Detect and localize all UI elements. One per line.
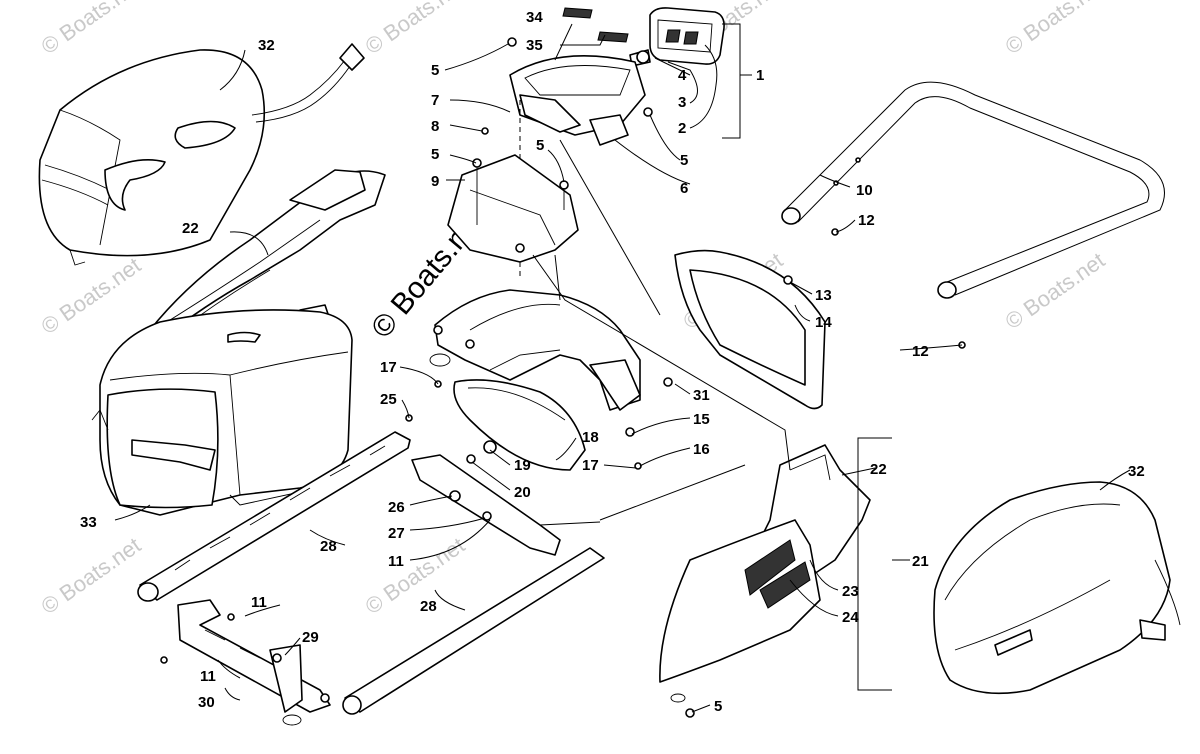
callout-32: 32 [258,37,275,54]
callout-26: 26 [388,499,405,516]
side-shield [674,249,826,410]
callout-23: 23 [842,583,859,600]
watermark: © Boats.net [1001,0,1110,59]
callout-15: 15 [693,411,710,428]
callout-labels: 1 2 3 4 34 35 5 7 8 5 9 5 5 6 32 22 33 1… [80,9,1145,715]
callout-11: 11 [200,668,216,685]
callout-16: 16 [693,441,710,458]
callout-19: 19 [514,457,531,474]
watermark: © Boats.net [361,0,470,59]
seat-bag-left-lower [91,309,353,516]
callout-33: 33 [80,514,97,531]
grab-bar [781,81,1165,299]
callout-35: 35 [526,37,543,54]
callout-11: 11 [251,594,267,611]
callout-17: 17 [380,359,397,376]
callout-18: 18 [582,429,599,446]
callout-5: 5 [680,152,688,169]
saddlebag-left-upper [38,43,365,266]
watermark: © Boats.net [37,532,146,619]
callout-14: 14 [815,314,832,331]
callout-1: 1 [756,67,764,84]
decals [562,7,629,43]
callout-5: 5 [431,146,439,163]
callout-2: 2 [678,120,686,137]
taillight-assembly [629,7,725,67]
callout-28: 28 [420,598,437,615]
callout-11: 11 [388,553,404,570]
callout-34: 34 [526,9,543,26]
callout-20: 20 [514,484,531,501]
callout-5: 5 [714,698,722,715]
saddlebag-right [933,481,1181,695]
callout-28: 28 [320,538,337,555]
callout-7: 7 [431,92,439,109]
watermark: © Boats.net [37,0,146,59]
watermark: © Boats.net [361,532,470,619]
callout-25: 25 [380,391,397,408]
callout-22: 22 [870,461,887,478]
callout-10: 10 [856,182,873,199]
watermark: © Boats.net [37,252,146,339]
callout-4: 4 [678,67,687,84]
mud-flap [453,379,586,471]
side-panel-right [659,444,871,718]
callout-32: 32 [1128,463,1145,480]
callout-21: 21 [912,553,929,570]
callout-12: 12 [858,212,875,229]
callout-3: 3 [678,94,686,111]
rail-left [137,431,561,602]
callout-30: 30 [198,694,215,711]
rear-housing-upper [481,37,653,280]
mount-bracket-9 [447,154,579,263]
rear-fender [433,289,641,411]
tube-lower [342,547,605,715]
callout-29: 29 [302,629,319,646]
callout-27: 27 [388,525,405,542]
callout-8: 8 [431,118,439,135]
callout-17: 17 [582,457,599,474]
callout-9: 9 [431,173,439,190]
callout-13: 13 [815,287,832,304]
callout-22: 22 [182,220,199,237]
callout-5: 5 [431,62,439,79]
callout-24: 24 [842,609,859,626]
callout-5: 5 [536,137,544,154]
callout-6: 6 [680,180,688,197]
hardware [160,228,966,703]
callout-31: 31 [693,387,710,404]
watermark: © Boats.net [1001,247,1110,334]
leader-lines [114,23,1131,713]
callout-12: 12 [912,343,929,360]
